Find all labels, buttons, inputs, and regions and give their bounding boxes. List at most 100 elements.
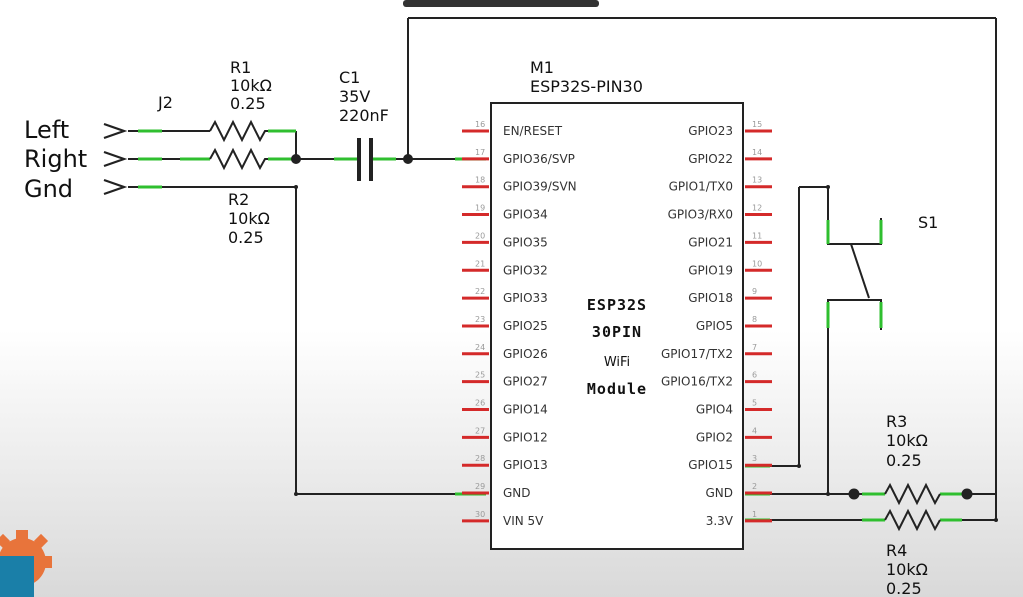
pin-number: 12 bbox=[752, 204, 762, 213]
module-m1: M1 ESP32S-PIN30 ESP32S 30PIN WiFi Module bbox=[490, 58, 744, 550]
pin-label: GPIO21 bbox=[688, 235, 733, 249]
resistor-r4: R4 10kΩ 0.25 bbox=[884, 508, 941, 597]
pin-number: 6 bbox=[752, 371, 757, 380]
module-right-pins: 15GPIO2314GPIO2213GPIO1/TX012GPIO3/RX011… bbox=[661, 120, 772, 528]
pin-number: 5 bbox=[752, 399, 757, 408]
r1-rating: 0.25 bbox=[230, 94, 266, 113]
pin-number: 2 bbox=[752, 482, 757, 491]
channel-logo bbox=[0, 530, 52, 597]
pin-label: GPIO32 bbox=[503, 263, 548, 277]
pin-number: 25 bbox=[475, 371, 485, 380]
pin-number: 17 bbox=[475, 148, 485, 157]
overlay-bar bbox=[403, 0, 599, 7]
junction-dots bbox=[291, 154, 998, 522]
pin-number: 26 bbox=[475, 399, 485, 408]
c1-value: 220nF bbox=[339, 106, 389, 125]
switch-top-contact bbox=[827, 218, 882, 245]
pin-number: 15 bbox=[752, 120, 762, 129]
chip-label-line2: 30PIN bbox=[592, 323, 642, 341]
capacitor-c1: C1 35V 220nF bbox=[339, 68, 389, 181]
resistor-r3-symbol bbox=[884, 482, 941, 506]
pin-label: GPIO23 bbox=[688, 124, 733, 138]
connector-j2: J2 Left Right Gnd bbox=[24, 93, 173, 203]
pin-number: 8 bbox=[752, 315, 757, 324]
pin-number: 14 bbox=[752, 148, 762, 157]
j2-ref: J2 bbox=[157, 93, 173, 112]
pin-label: GPIO26 bbox=[503, 347, 548, 361]
resistor-r1: R1 10kΩ 0.25 bbox=[209, 58, 272, 143]
pin-number: 22 bbox=[475, 287, 485, 296]
pin-number: 30 bbox=[475, 510, 485, 519]
switch-bottom-contact bbox=[827, 299, 882, 330]
pin-number: 9 bbox=[752, 287, 757, 296]
c1-ref: C1 bbox=[339, 68, 360, 87]
pin-number: 19 bbox=[475, 204, 485, 213]
s1-ref: S1 bbox=[918, 213, 938, 232]
pin-label: GPIO5 bbox=[696, 319, 733, 333]
pin-label: GPIO39/SVN bbox=[503, 180, 577, 194]
pin-label: GPIO17/TX2 bbox=[661, 347, 733, 361]
pin-label: GPIO15 bbox=[688, 458, 733, 472]
pin-number: 18 bbox=[475, 176, 485, 185]
pin-label: GND bbox=[705, 486, 733, 500]
c1-voltage: 35V bbox=[339, 87, 370, 106]
resistor-r1-symbol bbox=[209, 119, 268, 143]
resistor-r3: R3 10kΩ 0.25 bbox=[884, 412, 941, 506]
switch-s1: S1 bbox=[826, 213, 938, 330]
pin-label: GPIO36/SVP bbox=[503, 152, 575, 166]
pin-number: 23 bbox=[475, 315, 485, 324]
pin-label: GPIO2 bbox=[696, 430, 733, 444]
pin-label: GPIO13 bbox=[503, 458, 548, 472]
pin-label: GPIO19 bbox=[688, 263, 733, 277]
pin-label: 3.3V bbox=[706, 514, 734, 528]
pin-label: GPIO34 bbox=[503, 208, 548, 222]
pin-label: GPIO35 bbox=[503, 235, 548, 249]
resistor-r2-symbol bbox=[209, 147, 268, 171]
r4-value: 10kΩ bbox=[886, 560, 928, 579]
pin-label: GPIO3/RX0 bbox=[668, 208, 733, 222]
module-body bbox=[490, 102, 744, 550]
pin-label: GPIO12 bbox=[503, 430, 548, 444]
m1-ref: M1 bbox=[530, 58, 554, 77]
r2-value: 10kΩ bbox=[228, 209, 270, 228]
r3-ref: R3 bbox=[886, 412, 907, 431]
pin-label: GPIO33 bbox=[503, 291, 548, 305]
pin-number: 20 bbox=[475, 231, 485, 240]
pin-number: 4 bbox=[752, 426, 757, 435]
resistor-r2: R2 10kΩ 0.25 bbox=[209, 147, 270, 247]
pin-number: 28 bbox=[475, 454, 485, 463]
pin-number: 29 bbox=[475, 482, 485, 491]
chip-label-line3: WiFi bbox=[604, 355, 630, 370]
pin-label: VIN 5V bbox=[503, 514, 544, 528]
r1-value: 10kΩ bbox=[230, 76, 272, 95]
logo-block-icon bbox=[0, 556, 34, 597]
resistor-r4-symbol bbox=[884, 508, 941, 532]
pin-number: 11 bbox=[752, 231, 762, 240]
input-right-arrow-icon bbox=[103, 150, 128, 168]
pin-label: GPIO25 bbox=[503, 319, 548, 333]
pin-label: GPIO16/TX2 bbox=[661, 375, 733, 389]
pin-label: GPIO1/TX0 bbox=[669, 180, 733, 194]
pin-number: 27 bbox=[475, 426, 485, 435]
r2-ref: R2 bbox=[228, 190, 249, 209]
chip-label-line4: Module bbox=[587, 380, 647, 398]
r2-rating: 0.25 bbox=[228, 228, 264, 247]
pin-label: GPIO27 bbox=[503, 375, 548, 389]
m1-part: ESP32S-PIN30 bbox=[530, 77, 643, 96]
pin-number: 3 bbox=[752, 454, 757, 463]
r3-rating: 0.25 bbox=[886, 451, 922, 470]
input-right-label: Right bbox=[24, 145, 87, 173]
input-left-label: Left bbox=[24, 116, 69, 144]
pin-label: GPIO4 bbox=[696, 403, 733, 417]
pin-number: 7 bbox=[752, 343, 757, 352]
chip-label-line1: ESP32S bbox=[587, 296, 647, 314]
r4-ref: R4 bbox=[886, 541, 907, 560]
pin-number: 24 bbox=[475, 343, 485, 352]
input-gnd-arrow-icon bbox=[103, 178, 128, 196]
input-gnd-label: Gnd bbox=[24, 175, 73, 203]
input-left-arrow-icon bbox=[103, 122, 128, 140]
r3-value: 10kΩ bbox=[886, 431, 928, 450]
pin-label: GPIO22 bbox=[688, 152, 733, 166]
switch-lever bbox=[850, 243, 870, 299]
